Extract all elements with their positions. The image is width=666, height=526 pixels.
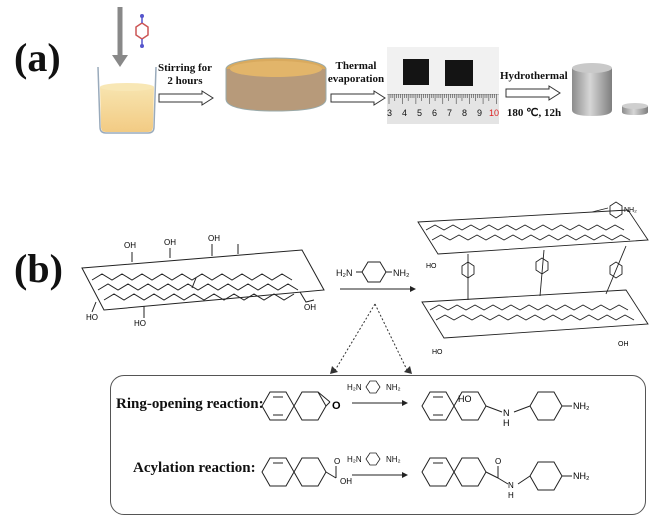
ruler-number: 8 [462, 108, 468, 118]
epoxide-o-label: O [332, 400, 341, 412]
small-reagent-left: H₂N [347, 383, 362, 392]
ring-opening-arrow [352, 400, 408, 406]
p-phenylenediamine-structure [356, 261, 392, 283]
product-ho-label: HO [432, 349, 443, 356]
sample-photo: 3 4 5 6 7 8 9 10 [387, 47, 499, 124]
go-oh-label: OH [164, 238, 176, 247]
go-ho-label: HO [86, 313, 98, 322]
petri-dish-illustration [225, 57, 327, 112]
amide-nh2-label: NH₂ [573, 471, 590, 481]
ring-opening-title: Ring-opening reaction: [116, 396, 264, 412]
small-reagent-right: NH₂ [386, 455, 401, 464]
h-label: H [503, 418, 510, 428]
reagent-right-label: NH₂ [393, 268, 410, 278]
go-oh-label: OH [124, 241, 136, 250]
dotted-arrows [330, 303, 412, 374]
amide-product-structure: O N H NH₂ [421, 457, 590, 500]
ring-opened-product-structure: HO N H NH₂ [421, 391, 590, 428]
ruler-number: 5 [417, 108, 423, 118]
panel-a-label: (a) [14, 35, 61, 80]
small-reagent-ring-icon [365, 452, 381, 466]
hydrogel-cylinder-illustration [572, 63, 648, 116]
reaction-mechanism-box [110, 375, 646, 515]
sample-square-left [403, 59, 429, 85]
small-reagent-left: H₂N [347, 455, 362, 464]
carboxylic-reactant-structure: O OH [261, 457, 352, 487]
acylation-arrow [352, 472, 408, 478]
ruler: 3 4 5 6 7 8 9 10 [387, 94, 499, 124]
hollow-arrow-icon [158, 90, 214, 106]
ruler-number: 3 [387, 108, 393, 118]
step-evaporation-label: Thermal evaporation [327, 60, 385, 85]
hollow-arrow-icon [505, 85, 561, 101]
graphene-oxide-sheet: OH OH OH HO HO OH [81, 234, 325, 328]
ruler-number: 6 [432, 108, 438, 118]
panel-b-label: (b) [14, 246, 63, 291]
svg-text:NH₂: NH₂ [624, 207, 637, 214]
amide-o-label: O [495, 457, 501, 466]
acyl-o-label: O [334, 457, 340, 466]
reaction-arrow [340, 286, 416, 292]
go-cooh-label: OH [304, 303, 316, 312]
amide-h-label: H [508, 491, 514, 500]
ruler-number: 9 [477, 108, 483, 118]
epoxide-reactant-structure: O [261, 391, 341, 421]
n-label: N [503, 408, 510, 418]
nh2-label: NH₂ [573, 401, 590, 411]
step-stirring-label: Stirring for 2 hours [157, 62, 213, 87]
acylation-title: Acylation reaction: [133, 460, 256, 476]
ho-label: HO [458, 394, 472, 404]
hollow-arrow-icon [330, 90, 386, 106]
step-hydrothermal-label: Hydrothermal [500, 70, 568, 82]
product-oh-label: OH [618, 341, 629, 348]
beaker-illustration [97, 7, 157, 134]
small-reagent-ring-icon [365, 380, 381, 394]
ruler-number: 10 [489, 108, 500, 118]
crosslinked-graphene-structure: NH₂ HO HO OH [417, 201, 649, 356]
amide-n-label: N [508, 481, 514, 490]
go-ho-label: HO [134, 319, 146, 328]
go-oh-label: OH [208, 234, 220, 243]
reagent-left-label: H₂N [336, 268, 353, 278]
ruler-number: 4 [402, 108, 408, 118]
product-ho-label: HO [426, 263, 437, 270]
acyl-oh-label: OH [340, 477, 352, 486]
hydrothermal-conditions: 180 ℃, 12h [506, 107, 562, 119]
ruler-numbers: 3 4 5 6 7 8 9 10 [387, 108, 499, 122]
ruler-number: 7 [447, 108, 453, 118]
sample-square-right [445, 60, 473, 86]
small-reagent-right: NH₂ [386, 383, 401, 392]
